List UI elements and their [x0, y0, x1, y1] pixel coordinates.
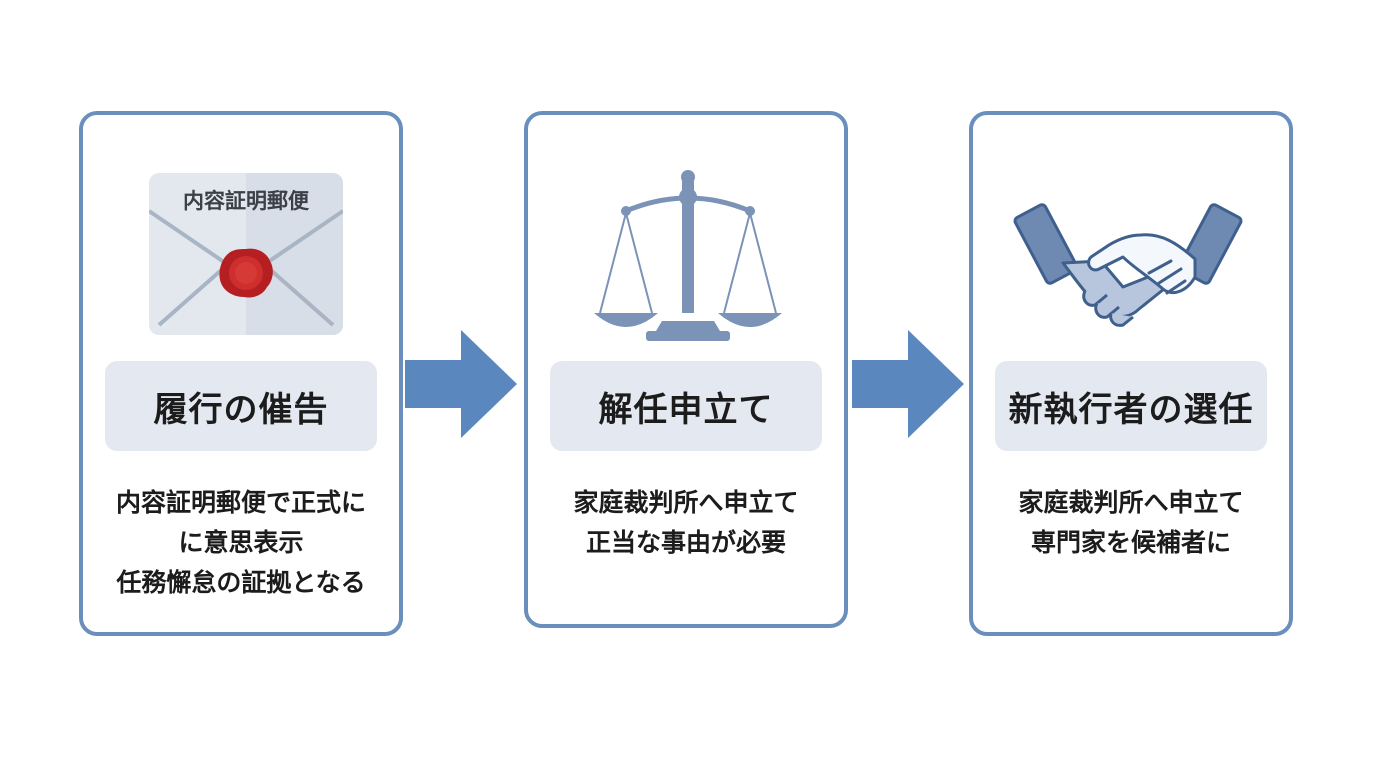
- step-card-1: 内容証明郵便 履行の催告 内容証明郵便で正式に に意思表示 任務懈怠の証拠となる: [79, 111, 403, 636]
- arrow-right-icon: [852, 330, 964, 442]
- step-title-1: 履行の催告: [153, 389, 329, 430]
- description-line: に意思表示: [178, 528, 304, 557]
- handshake-icon: [1013, 203, 1243, 327]
- description-line: 専門家を候補者に: [1030, 528, 1231, 557]
- envelope-with-wax-seal-icon: 内容証明郵便: [147, 173, 345, 335]
- arrow-right-icon: [405, 330, 517, 442]
- wax-seal-icon: [219, 248, 273, 298]
- step-description-1: 内容証明郵便で正式に に意思表示 任務懈怠の証拠となる: [89, 483, 393, 603]
- envelope-label: 内容証明郵便: [183, 189, 309, 213]
- step-title-box-2: 解任申立て: [550, 361, 822, 451]
- description-line: 家庭裁判所へ申立て: [573, 488, 799, 517]
- step-title-3: 新執行者の選任: [1008, 389, 1254, 430]
- step-description-2: 家庭裁判所へ申立て 正当な事由が必要: [534, 483, 838, 563]
- step-description-3: 家庭裁判所へ申立て 専門家を候補者に: [979, 483, 1283, 563]
- illustration-1: 内容証明郵便: [83, 163, 399, 343]
- step-title-2: 解任申立て: [598, 389, 774, 430]
- scales-of-justice-icon: [594, 170, 782, 341]
- description-line: 家庭裁判所へ申立て: [1018, 488, 1244, 517]
- step-title-box-1: 履行の催告: [105, 361, 377, 451]
- description-line: 内容証明郵便で正式に: [115, 488, 366, 517]
- step-title-box-3: 新執行者の選任: [995, 361, 1267, 451]
- step-card-3: 新執行者の選任 家庭裁判所へ申立て 専門家を候補者に: [969, 111, 1293, 636]
- illustration-2: [528, 163, 844, 343]
- description-line: 任務懈怠の証拠となる: [116, 568, 366, 597]
- description-line: 正当な事由が必要: [585, 528, 786, 557]
- step-card-2: 解任申立て 家庭裁判所へ申立て 正当な事由が必要: [524, 111, 848, 628]
- illustration-3: [973, 163, 1289, 343]
